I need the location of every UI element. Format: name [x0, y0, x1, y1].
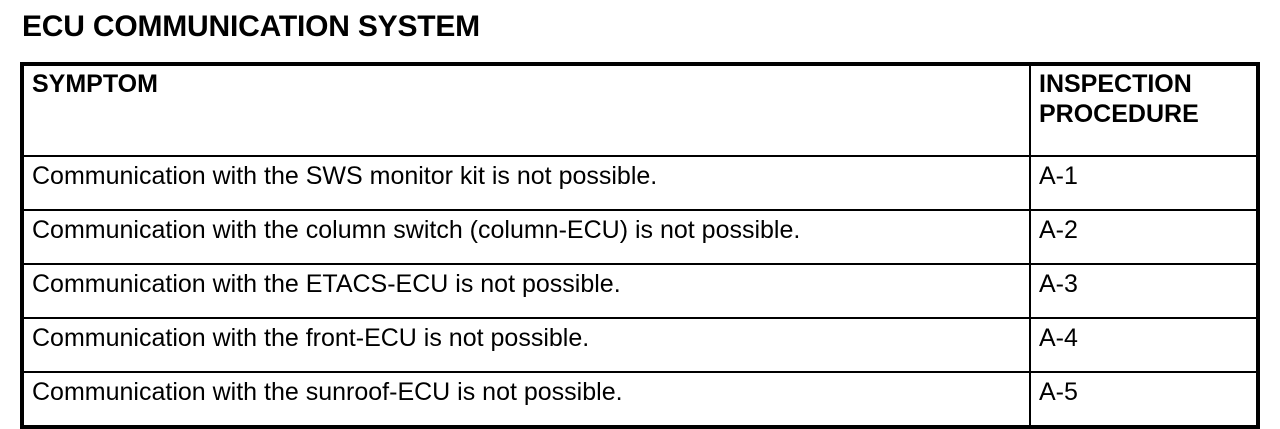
column-header-procedure-label: PROCEDURE: [1039, 100, 1199, 128]
table-row: Communication with the SWS monitor kit i…: [21, 155, 1259, 211]
symptom-text: Communication with the column switch (co…: [32, 216, 801, 244]
procedure-cell: A-1: [1029, 155, 1259, 211]
symptom-cell: Communication with the ETACS-ECU is not …: [21, 263, 1031, 319]
column-header-symptom: SYMPTOM: [21, 63, 1031, 157]
symptom-cell: Communication with the column switch (co…: [21, 209, 1031, 265]
symptom-text: Communication with the front-ECU is not …: [32, 324, 590, 352]
symptom-cell: Communication with the front-ECU is not …: [21, 317, 1031, 373]
procedure-code: A-1: [1039, 162, 1078, 190]
procedure-code: A-4: [1039, 324, 1078, 352]
symptom-text: Communication with the SWS monitor kit i…: [32, 162, 658, 190]
procedure-code: A-5: [1039, 378, 1078, 406]
symptom-inspection-table: SYMPTOM INSPECTION PROCEDURE Communicati…: [20, 62, 1260, 429]
symptom-text: Communication with the ETACS-ECU is not …: [32, 270, 621, 298]
page-title: ECU COMMUNICATION SYSTEM: [22, 10, 480, 43]
procedure-cell: A-4: [1029, 317, 1259, 373]
table-header-row: SYMPTOM INSPECTION PROCEDURE: [21, 63, 1259, 157]
procedure-cell: A-5: [1029, 371, 1259, 428]
procedure-cell: A-3: [1029, 263, 1259, 319]
column-header-symptom-label: SYMPTOM: [32, 70, 158, 98]
procedure-cell: A-2: [1029, 209, 1259, 265]
column-header-inspection-procedure: INSPECTION PROCEDURE: [1029, 63, 1259, 157]
table-row: Communication with the sunroof-ECU is no…: [21, 371, 1259, 428]
symptom-cell: Communication with the SWS monitor kit i…: [21, 155, 1031, 211]
table-row: Communication with the column switch (co…: [21, 209, 1259, 265]
table-row: Communication with the front-ECU is not …: [21, 317, 1259, 373]
symptom-text: Communication with the sunroof-ECU is no…: [32, 378, 623, 406]
table-row: Communication with the ETACS-ECU is not …: [21, 263, 1259, 319]
symptom-cell: Communication with the sunroof-ECU is no…: [21, 371, 1031, 428]
procedure-code: A-3: [1039, 270, 1078, 298]
column-header-inspection-label: INSPECTION: [1039, 70, 1192, 98]
table-body: Communication with the SWS monitor kit i…: [21, 155, 1259, 428]
procedure-code: A-2: [1039, 216, 1078, 244]
table-header: SYMPTOM INSPECTION PROCEDURE: [21, 63, 1259, 157]
